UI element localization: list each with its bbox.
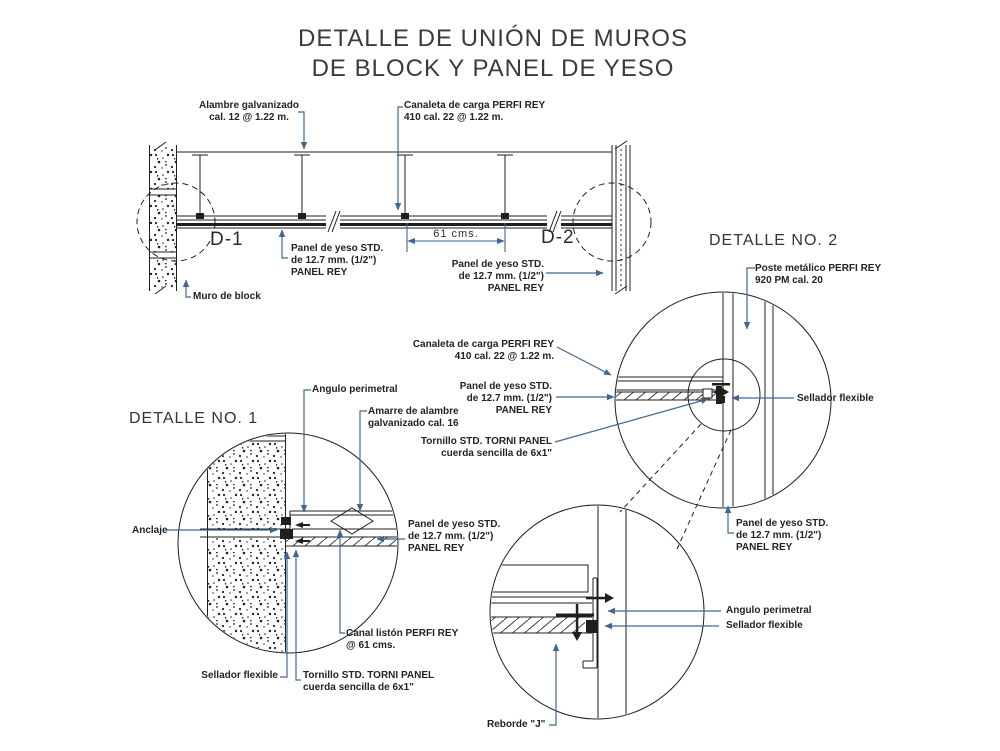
label-canaleta-carga-d2: Canaleta de carga PERFI REY 410 cal. 22 … — [412, 339, 554, 362]
detail3 — [489, 504, 705, 720]
label-alambre-galvanizado: Alambre galvanizado cal. 12 @ 1.22 m. — [198, 100, 300, 123]
drawing-title: DETALLE DE UNIÓN DE MUROS DE BLOCK Y PAN… — [243, 24, 743, 84]
label-panel-yeso-plan-right: Panel de yeso STD. de 12.7 mm. (1/2") PA… — [451, 259, 544, 294]
screw-target — [702, 388, 713, 399]
dimension-61cms — [406, 223, 506, 252]
label-d2: D-2 — [541, 227, 575, 248]
label-angulo-perimetral-d3: Angulo perimetral — [726, 605, 812, 616]
label-angulo-perimetral-d1: Angulo perimetral — [312, 384, 398, 395]
detail2-leader-lines — [554, 267, 794, 534]
heading-detalle-1: DETALLE NO. 1 — [129, 410, 259, 427]
label-amarre-alambre: Amarre de alambre galvanizado cal. 16 — [368, 406, 459, 429]
d1-callout-circle — [136, 182, 216, 262]
anchor-and-screws — [280, 517, 310, 544]
label-panel-yeso-plan-left: Panel de yeso STD. de 12.7 mm. (1/2") PA… — [291, 243, 384, 278]
label-sellador-d1: Sellador flexible — [201, 670, 278, 681]
detail3-leader-lines — [549, 607, 721, 726]
detail2 — [614, 291, 832, 550]
label-d1: D-1 — [210, 229, 244, 250]
detail1 — [177, 432, 399, 654]
label-reborde-j: Reborde "J" — [487, 719, 546, 730]
detail3-geometry — [491, 506, 627, 718]
stud-wall — [611, 140, 631, 295]
suspension-wires — [192, 154, 513, 219]
detail2-studs — [722, 293, 774, 507]
label-panel-yeso-d1: Panel de yeso STD. de 12.7 mm. (1/2") PA… — [408, 519, 501, 554]
heading-detalle-2: DETALLE NO. 2 — [709, 232, 839, 249]
label-canaleta-carga-plan: Canaleta de carga PERFI REY 410 cal. 22 … — [404, 100, 546, 123]
detail1-wall — [200, 434, 292, 652]
title-line1: DETALLE DE UNIÓN DE MUROS — [298, 25, 688, 52]
title-line2: DE BLOCK Y PANEL DE YESO — [311, 55, 675, 82]
zoom-callout-lines — [619, 423, 732, 550]
label-poste-metalico: Poste metálico PERFI REY 920 PM cal. 20 — [755, 263, 882, 286]
label-anclaje: Anclaje — [132, 525, 168, 536]
label-muro-de-block: Muro de block — [193, 291, 261, 302]
detail2-circle — [614, 291, 832, 509]
label-canal-liston: Canal listón PERFI REY @ 61 cms. — [346, 628, 459, 651]
label-sellador-d2: Sellador flexible — [797, 393, 874, 404]
screw-and-sealant — [712, 383, 730, 404]
break-symbol — [326, 209, 341, 234]
d2-callout-circle — [572, 182, 652, 262]
panel-band — [176, 209, 612, 234]
wire-tie-diamond — [330, 507, 374, 535]
plan-leader-lines — [182, 106, 604, 298]
angle-screws-sealant — [556, 593, 614, 641]
label-sellador-d3: Sellador flexible — [726, 620, 803, 631]
detail3-circle — [489, 504, 705, 720]
label-tornillo-d2: Tornillo STD. TORNI PANEL cuerda sencill… — [420, 436, 552, 459]
detail1-leader-lines — [167, 389, 405, 681]
detail2-panel — [616, 376, 730, 404]
label-dim-61cms: 61 cms. — [433, 228, 479, 240]
detail1-channel — [280, 507, 397, 547]
plan-view — [136, 140, 652, 295]
label-tornillo-d1: Tornillo STD. TORNI PANEL cuerda sencill… — [303, 670, 435, 693]
detail2-inner-circle — [687, 358, 761, 432]
break-symbol — [547, 209, 562, 234]
block-wall — [149, 141, 177, 295]
detail1-circle — [177, 432, 399, 654]
label-panel-yeso-d2: Panel de yeso STD. de 12.7 mm. (1/2") PA… — [459, 381, 552, 416]
label-panel-yeso-d2-bottom: Panel de yeso STD. de 12.7 mm. (1/2") PA… — [736, 518, 829, 553]
